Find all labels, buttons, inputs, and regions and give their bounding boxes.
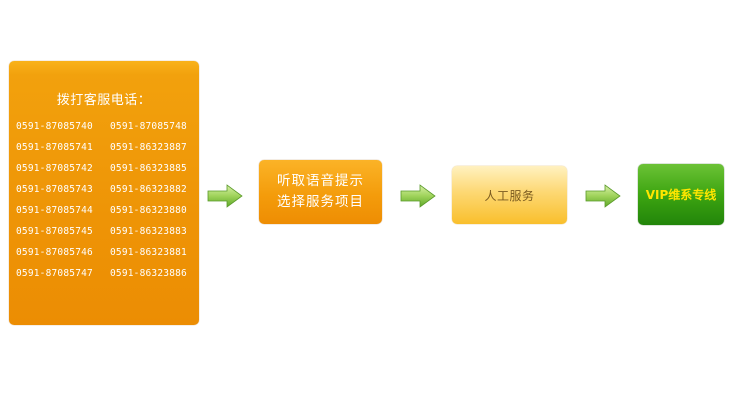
- phone-number: 0591-87085748: [110, 121, 187, 132]
- phone-number: 0591-87085744: [16, 205, 93, 216]
- voice-prompt-line2: 选择服务项目: [277, 194, 364, 210]
- voice-prompt-line1: 听取语音提示: [277, 173, 364, 189]
- arrow-right-icon: [585, 184, 621, 208]
- phone-number: 0591-86323885: [110, 163, 187, 174]
- phone-number-grid: 0591-87085740 0591-87085748 0591-8708574…: [16, 120, 204, 288]
- phone-number: 0591-86323882: [110, 184, 187, 195]
- phone-number: 0591-86323886: [110, 268, 187, 279]
- phone-number: 0591-87085745: [16, 226, 93, 237]
- voice-prompt-step: 听取语音提示 选择服务项目: [259, 160, 382, 224]
- phone-number: 0591-87085742: [16, 163, 93, 174]
- phone-number: 0591-86323881: [110, 247, 187, 258]
- vip-line-label: VIP维系专线: [645, 188, 717, 202]
- phone-number: 0591-87085746: [16, 247, 93, 258]
- hotline-title: 拨打客服电话：: [56, 93, 152, 108]
- phone-number: 0591-86323883: [110, 226, 187, 237]
- phone-number: 0591-87085740: [16, 121, 93, 132]
- vip-line-step: VIP维系专线: [638, 164, 724, 225]
- human-service-step: 人工服务: [452, 166, 567, 224]
- phone-number: 0591-87085743: [16, 184, 93, 195]
- phone-number: 0591-87085747: [16, 268, 93, 279]
- arrow-right-icon: [400, 184, 436, 208]
- human-service-label: 人工服务: [484, 188, 535, 203]
- phone-number: 0591-86323880: [110, 205, 187, 216]
- phone-number: 0591-86323887: [110, 142, 187, 153]
- phone-number: 0591-87085741: [16, 142, 93, 153]
- arrow-right-icon: [207, 184, 243, 208]
- hotline-panel: 拨打客服电话： 0591-87085740 0591-87085748 0591…: [9, 61, 199, 325]
